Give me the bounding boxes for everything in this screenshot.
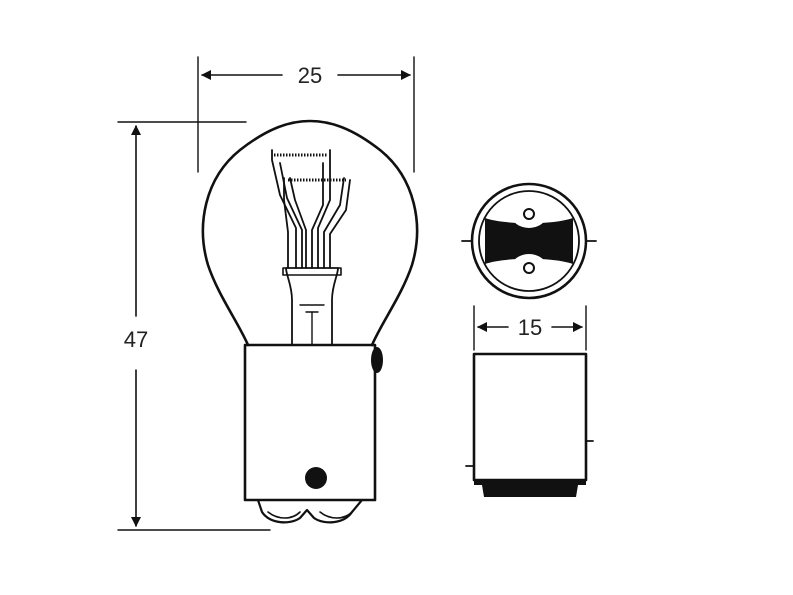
- bayonet-pin-front: [305, 467, 327, 489]
- end-view-insulator: [485, 218, 573, 264]
- cap-side-view: [465, 352, 594, 497]
- height-dimension: 47: [117, 121, 271, 531]
- filament-support-wires: [271, 149, 351, 269]
- bulb-cap: [243, 343, 377, 502]
- width-dimension: 25: [197, 56, 415, 173]
- cap-diameter-label: 15: [518, 315, 542, 340]
- base-contact-left-inner: [267, 511, 301, 519]
- cap-diameter-dimension: 15: [473, 305, 587, 351]
- cap-side-body: [472, 352, 588, 482]
- base-contacts: [256, 498, 364, 524]
- end-view-inner-ring: [478, 190, 580, 292]
- end-view-outer-ring: [470, 182, 588, 300]
- glass-envelope: [201, 119, 419, 347]
- end-view-contact-top: [523, 208, 535, 220]
- width-label: 25: [298, 63, 322, 88]
- height-label: 47: [124, 327, 148, 352]
- end-view-contact-bottom: [523, 262, 535, 274]
- bayonet-pin-right: [371, 347, 383, 373]
- bulb-side-view: [201, 119, 419, 524]
- base-contact-right-inner: [319, 511, 353, 519]
- cap-end-view: [461, 182, 597, 300]
- glass-stem: [282, 267, 342, 346]
- cap-side-contact-base: [474, 480, 586, 497]
